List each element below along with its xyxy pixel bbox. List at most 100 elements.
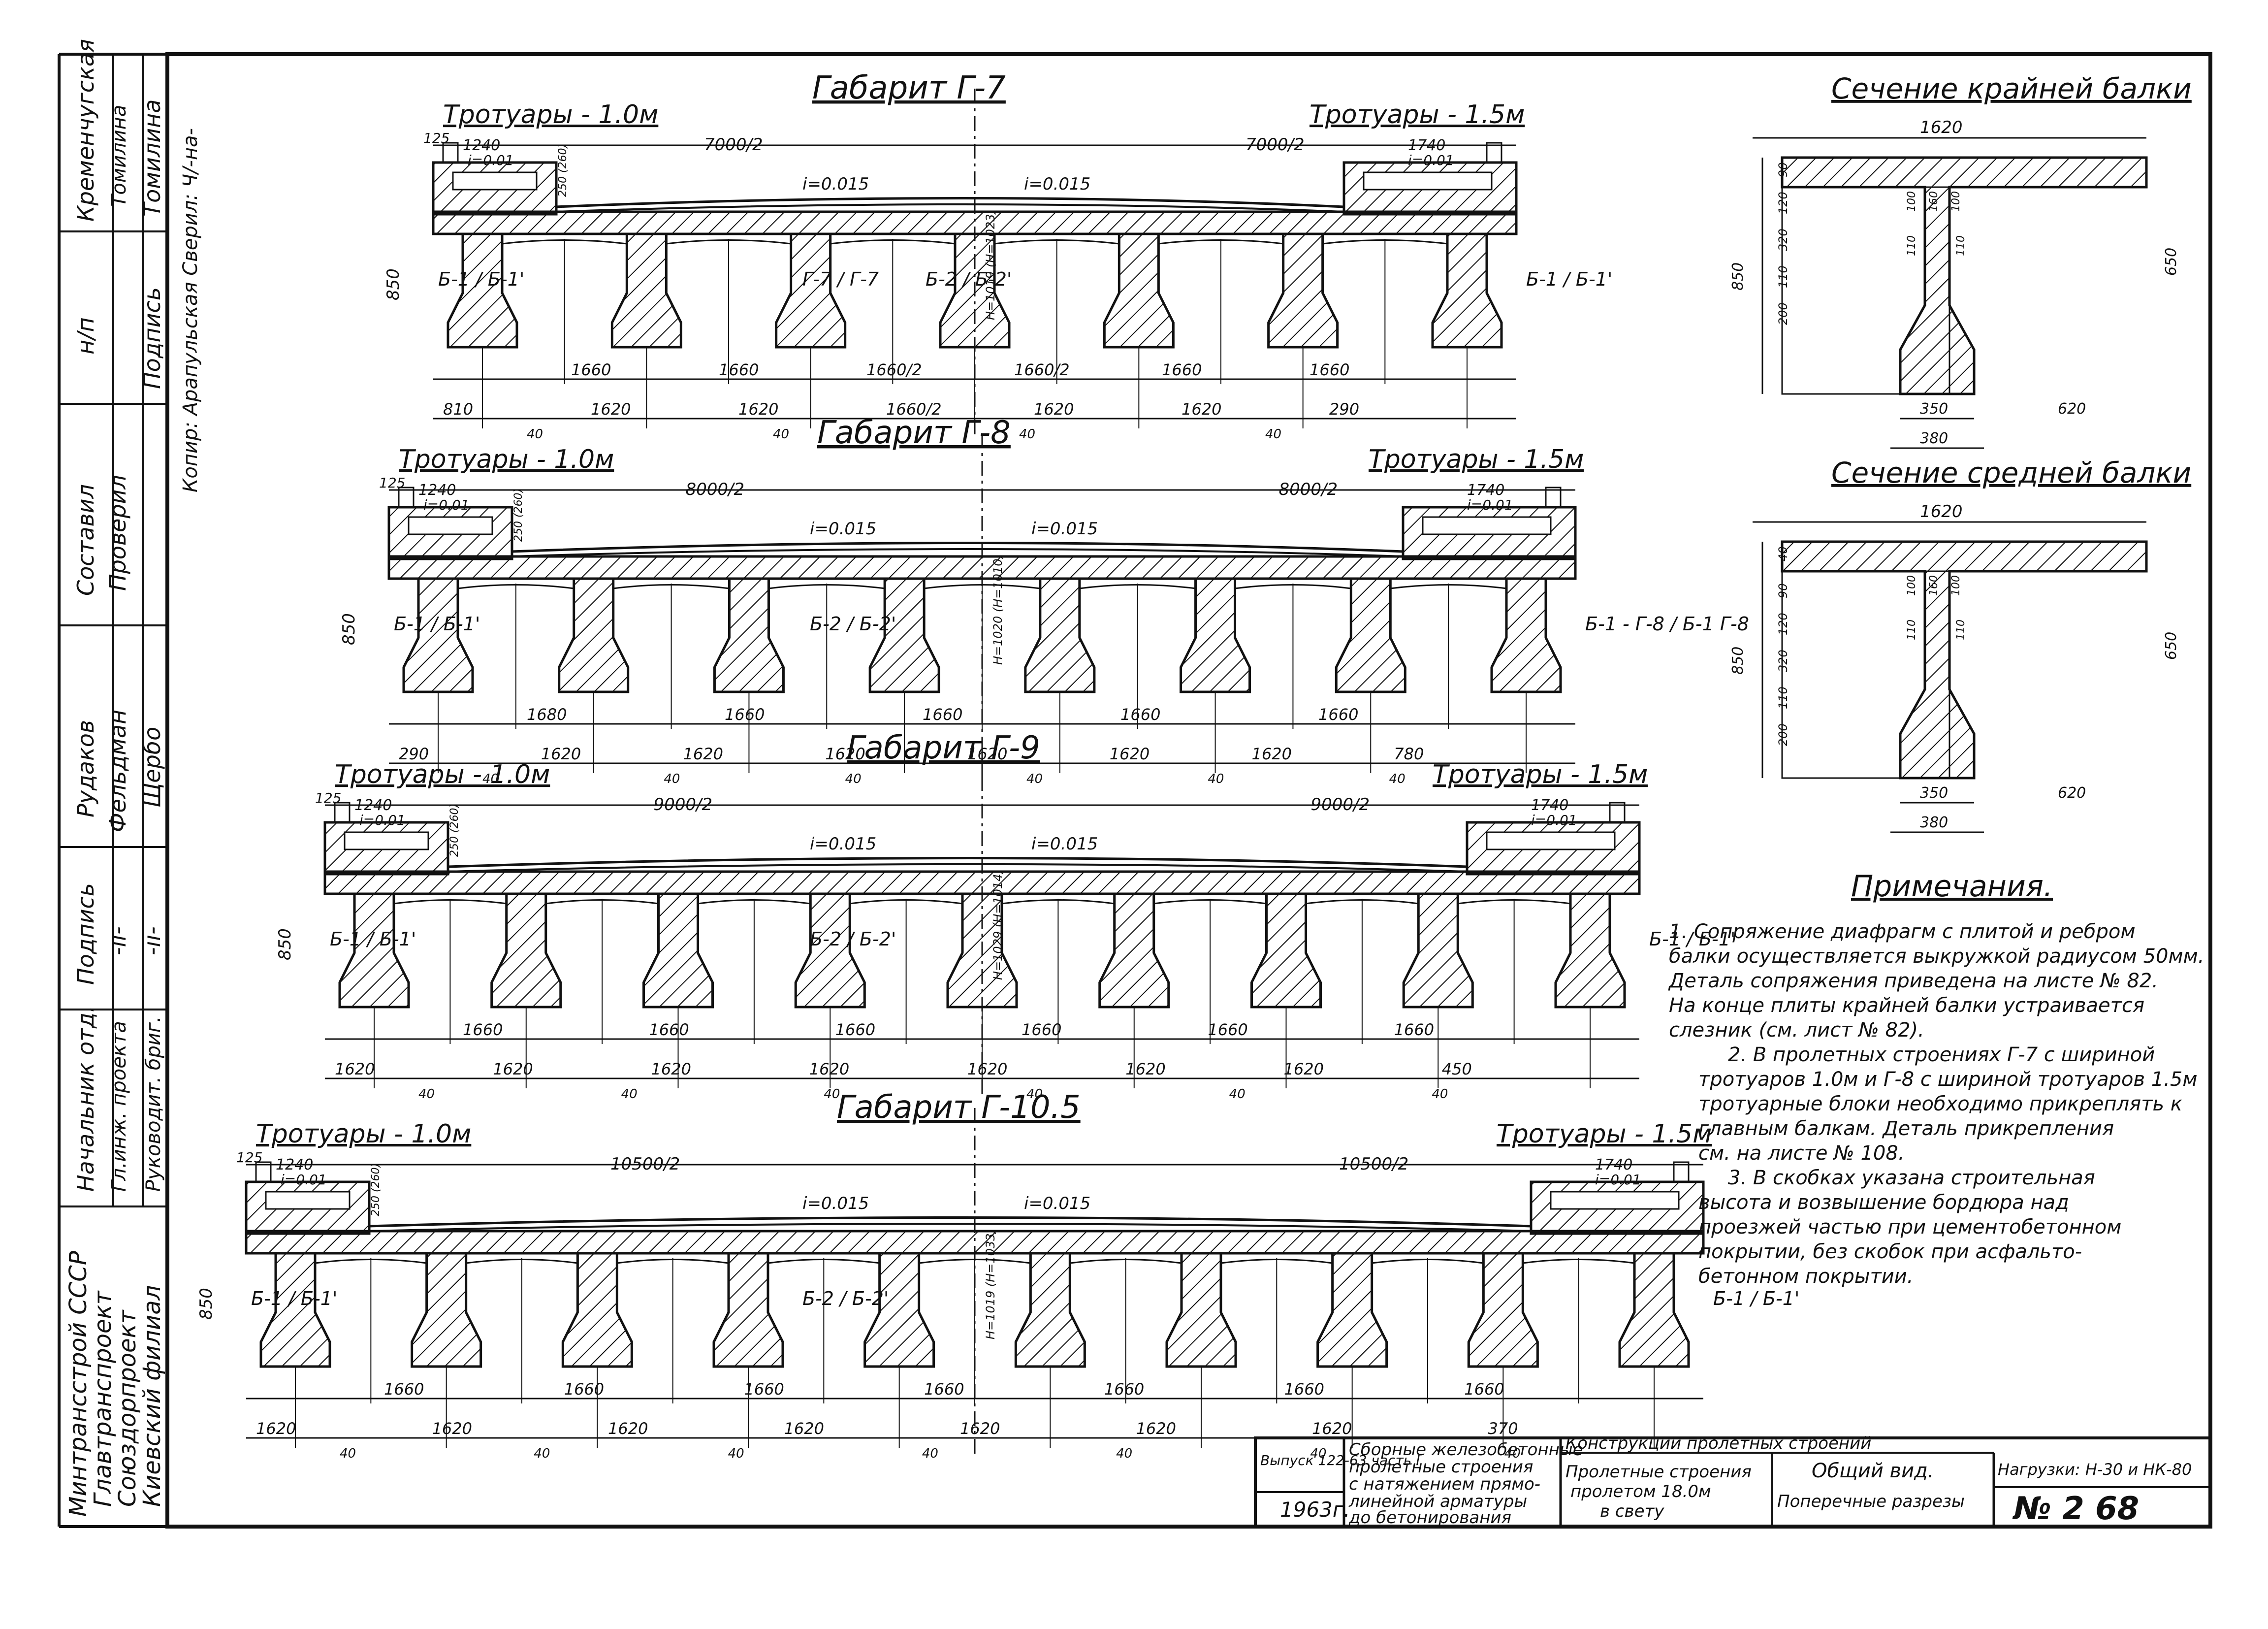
note-line: бетонном покрытии. <box>1698 1265 1913 1288</box>
dim-upper: 1660 <box>744 1380 784 1399</box>
dim-gap: 40 <box>1229 1087 1246 1102</box>
slab-haunch <box>393 899 507 905</box>
dim-lower: 1620 <box>967 1060 1007 1078</box>
detail-web-inner: 110 <box>1906 235 1918 256</box>
slab-haunch <box>1523 1259 1635 1264</box>
beam-rib <box>1180 577 1251 693</box>
slab-haunch <box>545 899 659 905</box>
dim-lower: 1620 <box>809 1060 849 1078</box>
slab-haunch <box>1372 1259 1484 1264</box>
beam-label: Б-2 / Б-2' <box>810 928 896 950</box>
dim-lower: 1620 <box>608 1419 648 1438</box>
beam-rib <box>1431 232 1503 349</box>
section-title: Габарит Г-9 <box>847 730 1040 766</box>
road-surface <box>511 542 1404 553</box>
tb-issue: Выпуск 122-63 часть I <box>1260 1452 1420 1468</box>
dim-gap: 40 <box>922 1446 938 1461</box>
sidewalk-left-label: Тротуары - 1.0м <box>443 100 658 130</box>
slab-haunch <box>1158 239 1283 245</box>
sidewalk-slab-left <box>408 516 493 535</box>
curb-height: 250 (260) <box>448 804 461 857</box>
sidewalk-slab-right <box>1422 516 1552 535</box>
dim-upper: 1660 <box>1162 360 1202 379</box>
slab-haunch <box>919 1259 1031 1264</box>
dim-lower: 1620 <box>541 745 581 763</box>
kerb-dim: 125 <box>423 130 449 146</box>
beam-section-shape <box>1781 156 2148 395</box>
tb-construction: Конструкции пролетных строений <box>1565 1434 1871 1453</box>
sidewalk-right-label: Тротуары - 1.5м <box>1369 445 1584 474</box>
dim-gap: 40 <box>340 1446 356 1461</box>
note-line: балки осуществляется выкружкой радиусом … <box>1669 945 2204 968</box>
dim-gap: 40 <box>1026 1087 1043 1102</box>
beam-rib <box>712 1252 784 1368</box>
beam-rib <box>1618 1252 1690 1368</box>
detail-vdim: 320 <box>1776 228 1790 251</box>
beam-rib <box>1250 892 1322 1009</box>
beam-rib <box>1490 577 1562 693</box>
slab-haunch <box>768 584 885 589</box>
slope-left: i=0.015 <box>802 1194 869 1213</box>
dim-gap: 40 <box>1026 772 1043 786</box>
dim-upper: 1660 <box>1284 1380 1324 1399</box>
notes-block: Примечания. 1. Сопряжение диафрагм с пли… <box>1668 869 2204 1288</box>
dim-gap: 40 <box>1432 1087 1448 1102</box>
section-title: Габарит Г-10.5 <box>837 1089 1081 1126</box>
dim-upper: 1660 <box>571 360 611 379</box>
detail-bottom-380: 380 <box>1920 814 1948 831</box>
detail-web-inner: 110 <box>1955 235 1967 256</box>
dim-gap: 40 <box>1208 772 1224 786</box>
slab-haunch <box>466 1259 578 1264</box>
tb-desc-3: линейной арматуры <box>1348 1492 1527 1511</box>
dim-upper: 1660 <box>719 360 759 379</box>
dim-gap: 40 <box>621 1087 638 1102</box>
kerb-dim: 125 <box>315 790 341 806</box>
beam-rib <box>946 892 1018 1009</box>
stamp-r3c2: Щербо <box>139 727 165 808</box>
beam-label: Б-1 / Б-1' <box>1649 928 1735 950</box>
beam-rib <box>713 577 785 693</box>
beam-rib <box>1103 232 1175 349</box>
dim-gap: 40 <box>418 1087 435 1102</box>
slope-left: i=0.015 <box>810 519 876 539</box>
road-layer <box>369 1223 1532 1232</box>
tb-span-0: Пролетные строения <box>1565 1462 1752 1482</box>
road-layer <box>511 548 1404 557</box>
dim-upper: 1660 <box>463 1020 503 1039</box>
beam-label: Б-2 / Б-2' <box>926 268 1012 290</box>
detail-height-right: 650 <box>2163 248 2180 276</box>
slab-haunch <box>1235 584 1351 589</box>
beam-rib <box>1014 1252 1086 1368</box>
detail-vdim: 120 <box>1776 192 1790 214</box>
detail-web-dim: 160 <box>1928 575 1940 596</box>
stamp-r2c1: Проверил <box>104 475 131 591</box>
dim-lower: 1620 <box>1284 1060 1324 1078</box>
detail-flange: 620 <box>2058 400 2086 418</box>
tb-span-2: в свету <box>1600 1501 1664 1521</box>
beam-label: Г-7 / Г-7 <box>802 268 879 290</box>
detail-flange: 620 <box>2058 784 2086 802</box>
dim-lower: 1620 <box>1034 400 1074 419</box>
detail-title: Сечение средней балки <box>1831 456 2191 489</box>
stamp-texts: Кременчугская Томилина Томилина н/п Подп… <box>64 39 202 1517</box>
kerb-dim: 125 <box>379 475 405 491</box>
dim-lower: 450 <box>1442 1060 1472 1078</box>
slope-left: i=0.015 <box>802 174 869 194</box>
beam-rib <box>868 577 940 693</box>
sidewalk-right-label: Тротуары - 1.5м <box>1497 1119 1712 1149</box>
stamp-r5c0: Начальник отд. <box>72 1006 99 1192</box>
beam-rib <box>642 892 714 1009</box>
dim-upper: 1660 <box>1104 1380 1144 1399</box>
height-dim: 850 <box>196 1288 216 1320</box>
height-dim: 850 <box>275 928 295 960</box>
section-title: Габарит Г-8 <box>817 415 1011 451</box>
note-line: см. на листе № 108. <box>1698 1142 1905 1165</box>
dim-gap: 40 <box>845 772 862 786</box>
railing-post-right <box>1609 802 1626 823</box>
dim-lower: 1620 <box>591 400 631 419</box>
slab-haunch <box>1390 584 1507 589</box>
railing-post-right <box>1545 487 1562 508</box>
dim-lower: 1620 <box>1252 745 1292 763</box>
detail-title: Сечение крайней балки <box>1831 72 2192 105</box>
